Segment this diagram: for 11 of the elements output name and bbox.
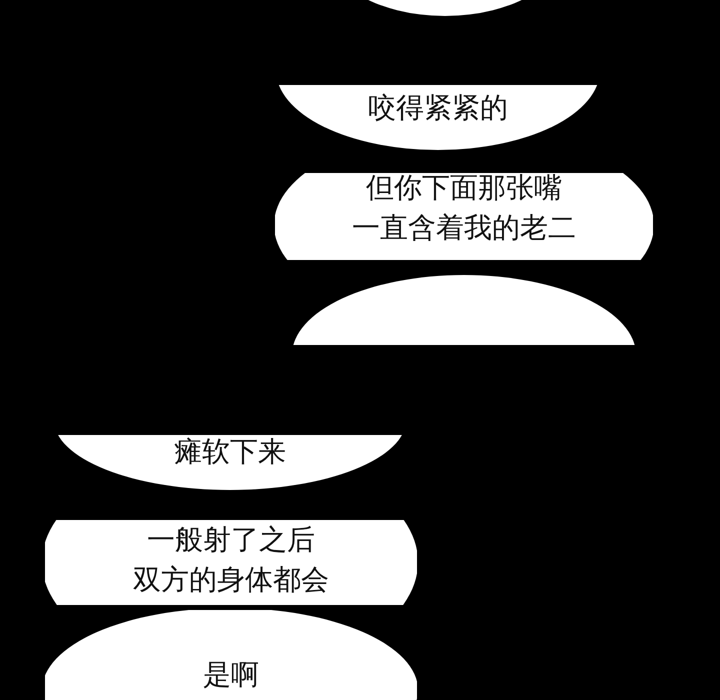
speech-bubble [45, 610, 417, 700]
dialogue-text: 是啊 [202, 657, 260, 693]
dialogue-text: 但你下面那张嘴一直含着我的老二 [351, 173, 577, 246]
speech-bubble [293, 275, 636, 345]
speech-bubble [45, 520, 417, 605]
speech-bubble [55, 435, 405, 490]
speech-bubble [278, 85, 598, 150]
dialogue-text: 一般射了之后双方的身体都会 [132, 522, 330, 598]
dialogue-text: 瘫软下来 [173, 435, 287, 470]
speech-bubble [275, 173, 653, 260]
dialogue-text: 咬得紧紧的 [367, 90, 509, 126]
